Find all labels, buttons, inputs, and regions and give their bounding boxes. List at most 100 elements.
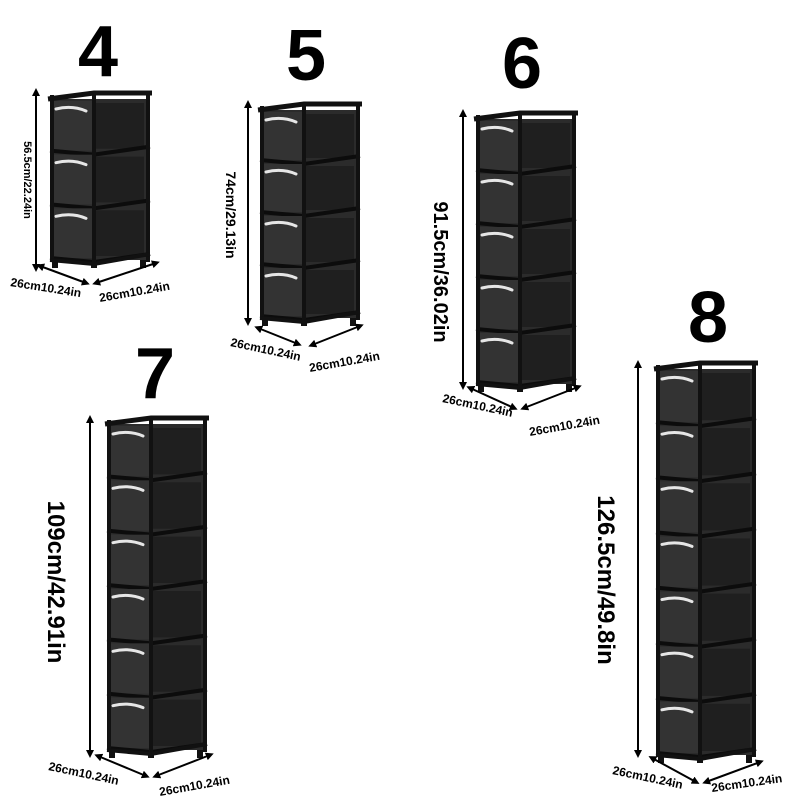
shelf-compartment [306,218,354,262]
shelf-handle-slot [264,272,298,280]
shelf-handle-slot [54,213,88,220]
shelf-handle-slot [660,486,694,493]
shelf-handle-slot [264,168,298,176]
shelf-unit-5-tiers: 5 74cm/29.13in 26cm10.24in 26cm10.24in [223,16,381,375]
unit-count-label: 4 [78,12,118,92]
shelf-handle-slot [111,485,145,492]
shelf-handle-slot [264,116,298,124]
width-label: 26cm10.24in [441,391,514,420]
shelf-bottom-rail [106,742,208,757]
shelf-compartment [702,483,750,531]
shelf-compartment [96,210,144,256]
shelf-compartment [306,270,354,314]
shelf-top-rail [104,415,209,427]
shelf-post [302,106,306,320]
shelf-handle-slot [111,593,145,601]
shelf-post [656,365,660,757]
shelf-post [92,95,96,262]
shelf-compartment [153,591,201,638]
shelf-handle-slot [480,231,514,239]
width-label: 26cm10.24in [47,759,120,788]
shelf-compartment [702,703,750,751]
shelf-handle-slot [660,375,694,383]
shelf-compartment [702,373,750,421]
shelf-compartment [96,103,144,149]
width-arrow [466,386,518,410]
shelf-compartment [702,428,750,476]
depth-label: 26cm10.24in [528,413,601,439]
shelf-handle-slot [660,651,694,659]
shelf-compartment [522,335,570,380]
shelf-post [50,95,54,262]
shelf-bottom-rail [259,310,361,325]
shelf-post [203,420,207,752]
shelf-unit-8-tiers: 8 126.5cm/49.8in 26cm10.24in 26cm10.24in [592,278,783,795]
shelf-foot [746,755,752,763]
shelf-handle-slot [480,125,514,133]
shelf-foot [262,318,268,326]
depth-arrow [702,759,764,785]
height-label: 56.5cm/22.24in [21,141,33,219]
shelf-compartment [522,123,570,168]
height-label: 91.5cm/36.02in [429,201,451,342]
shelf-illustration [104,415,209,758]
shelf-compartment [153,536,201,583]
unit-count-label: 7 [135,334,175,414]
shelf-post [518,115,522,386]
shelf-handle-slot [111,702,145,710]
height-label: 126.5cm/49.8in [592,495,619,664]
depth-arrow [152,752,214,779]
height-label: 109cm/42.91in [42,501,69,664]
shelf-compartment [96,156,144,203]
shelf-illustration [653,360,758,763]
shelf-compartment [702,648,750,696]
shelf-compartment [153,699,201,746]
shelf-compartment [153,645,201,692]
shelf-top-rail [473,110,578,122]
shelf-illustration [47,90,152,268]
shelf-post [260,106,264,320]
shelf-handle-slot [111,430,145,438]
width-label: 26cm10.24in [611,763,684,792]
shelf-top-rail [257,101,362,113]
shelf-compartment [522,282,570,327]
shelf-post [698,365,702,757]
shelf-post [356,106,360,320]
shelf-compartment [522,229,570,274]
shelf-unit-4-tiers: 4 56.5cm/22.24in 26cm10.24in 26cm10.24in [10,12,171,305]
shelf-post [752,365,756,757]
shelf-handle-slot [660,541,694,548]
shelf-post [107,420,111,752]
shelf-foot [350,318,356,326]
height-label: 74cm/29.13in [223,171,239,258]
depth-arrow [308,323,364,348]
depth-arrow [520,384,582,411]
shelf-handle-slot [480,337,514,345]
shelf-handle-slot [111,539,145,547]
width-label: 26cm10.24in [229,335,302,364]
shelf-unit-6-tiers: 6 91.5cm/36.02in 26cm10.24in 26cm10.24in [429,24,601,439]
shelf-handle-slot [660,431,694,438]
shelf-unit-7-tiers: 7 109cm/42.91in 26cm10.24in 26cm10.24in [42,334,231,799]
shelf-foot [197,750,203,758]
width-arrow [94,753,150,779]
shelf-compartment [153,428,201,475]
depth-label: 26cm10.24in [98,279,171,305]
unit-count-label: 8 [688,278,728,358]
width-arrow [648,756,700,784]
shelf-handle-slot [264,220,298,228]
shelf-post [572,115,576,386]
shelf-compartment [702,593,750,641]
shelf-handle-slot [660,706,694,714]
shelf-post [149,420,153,752]
shelf-post [146,95,150,262]
width-arrow [254,325,302,347]
shelf-bottom-rail [475,376,577,391]
shelf-handle-slot [54,159,88,167]
shelf-compartment [522,176,570,221]
shelf-compartment [306,166,354,210]
depth-label: 26cm10.24in [710,771,783,795]
shelf-compartment [153,482,201,529]
width-label: 26cm10.24in [10,275,83,300]
